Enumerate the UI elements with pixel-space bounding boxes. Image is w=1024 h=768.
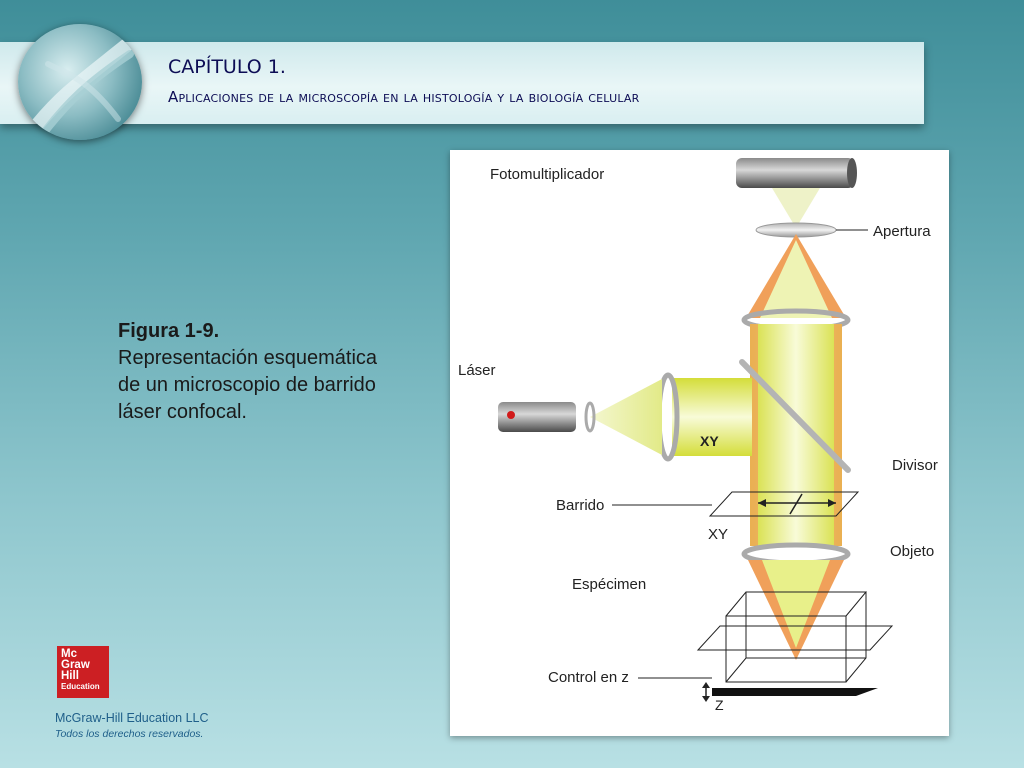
logo-line-1: Mc [61, 648, 77, 660]
mcgraw-hill-logo: Mc Graw Hill Education [57, 646, 109, 698]
detection-cone [772, 188, 820, 228]
label-laser: Láser [458, 362, 496, 379]
logo-line-3: Hill [61, 670, 79, 682]
label-specimen: Espécimen [572, 576, 646, 593]
z-stage [712, 688, 878, 696]
specimen-cube [696, 591, 894, 683]
chromosome-globe-icon [18, 24, 142, 140]
emission-cone-inner [760, 240, 832, 318]
photomultiplier-tube [736, 158, 857, 188]
label-divider: Divisor [892, 457, 938, 474]
caption-text: Representación esquemática de un microsc… [118, 347, 378, 423]
label-photomultiplier: Fotomultiplicador [490, 166, 604, 183]
label-z: Z [715, 697, 724, 713]
horizontal-beam [672, 378, 752, 456]
chapter-title: CAPÍTULO 1. [168, 56, 286, 78]
figure-caption: Figura 1-9. Representación esquemática d… [118, 318, 398, 426]
beam-splitter [739, 359, 851, 473]
scan-plane [708, 491, 860, 517]
footer-rights: Todos los derechos reservados. [55, 728, 204, 740]
confocal-microscope-diagram: Fotomultiplicador Apertura Láser XY Divi… [458, 158, 938, 713]
label-scan: Barrido [556, 497, 604, 514]
logo-line-4: Education [61, 682, 100, 691]
label-objective: Objeto [890, 543, 934, 560]
logo-line-2: Graw [61, 659, 90, 671]
title-banner [0, 42, 924, 124]
pinhole-lens [584, 401, 596, 433]
label-xy-beam: XY [700, 433, 719, 449]
label-xy-scan: XY [708, 526, 728, 543]
z-arrow-icon [702, 682, 710, 702]
laser-source [498, 402, 576, 432]
caption-title: Figura 1-9. [118, 320, 220, 342]
footer-company: McGraw-Hill Education LLC [55, 711, 209, 725]
vertical-beam [750, 324, 842, 546]
figure-panel: Fotomultiplicador Apertura Láser XY Divi… [450, 150, 949, 736]
label-aperture: Apertura [873, 223, 931, 240]
chromosome-graphic [31, 37, 135, 134]
laser-cone [590, 379, 662, 455]
chapter-subtitle: Aplicaciones de la microscopía en la his… [168, 88, 640, 106]
focus-cone-inner [762, 560, 830, 648]
label-z-control: Control en z [548, 669, 629, 686]
